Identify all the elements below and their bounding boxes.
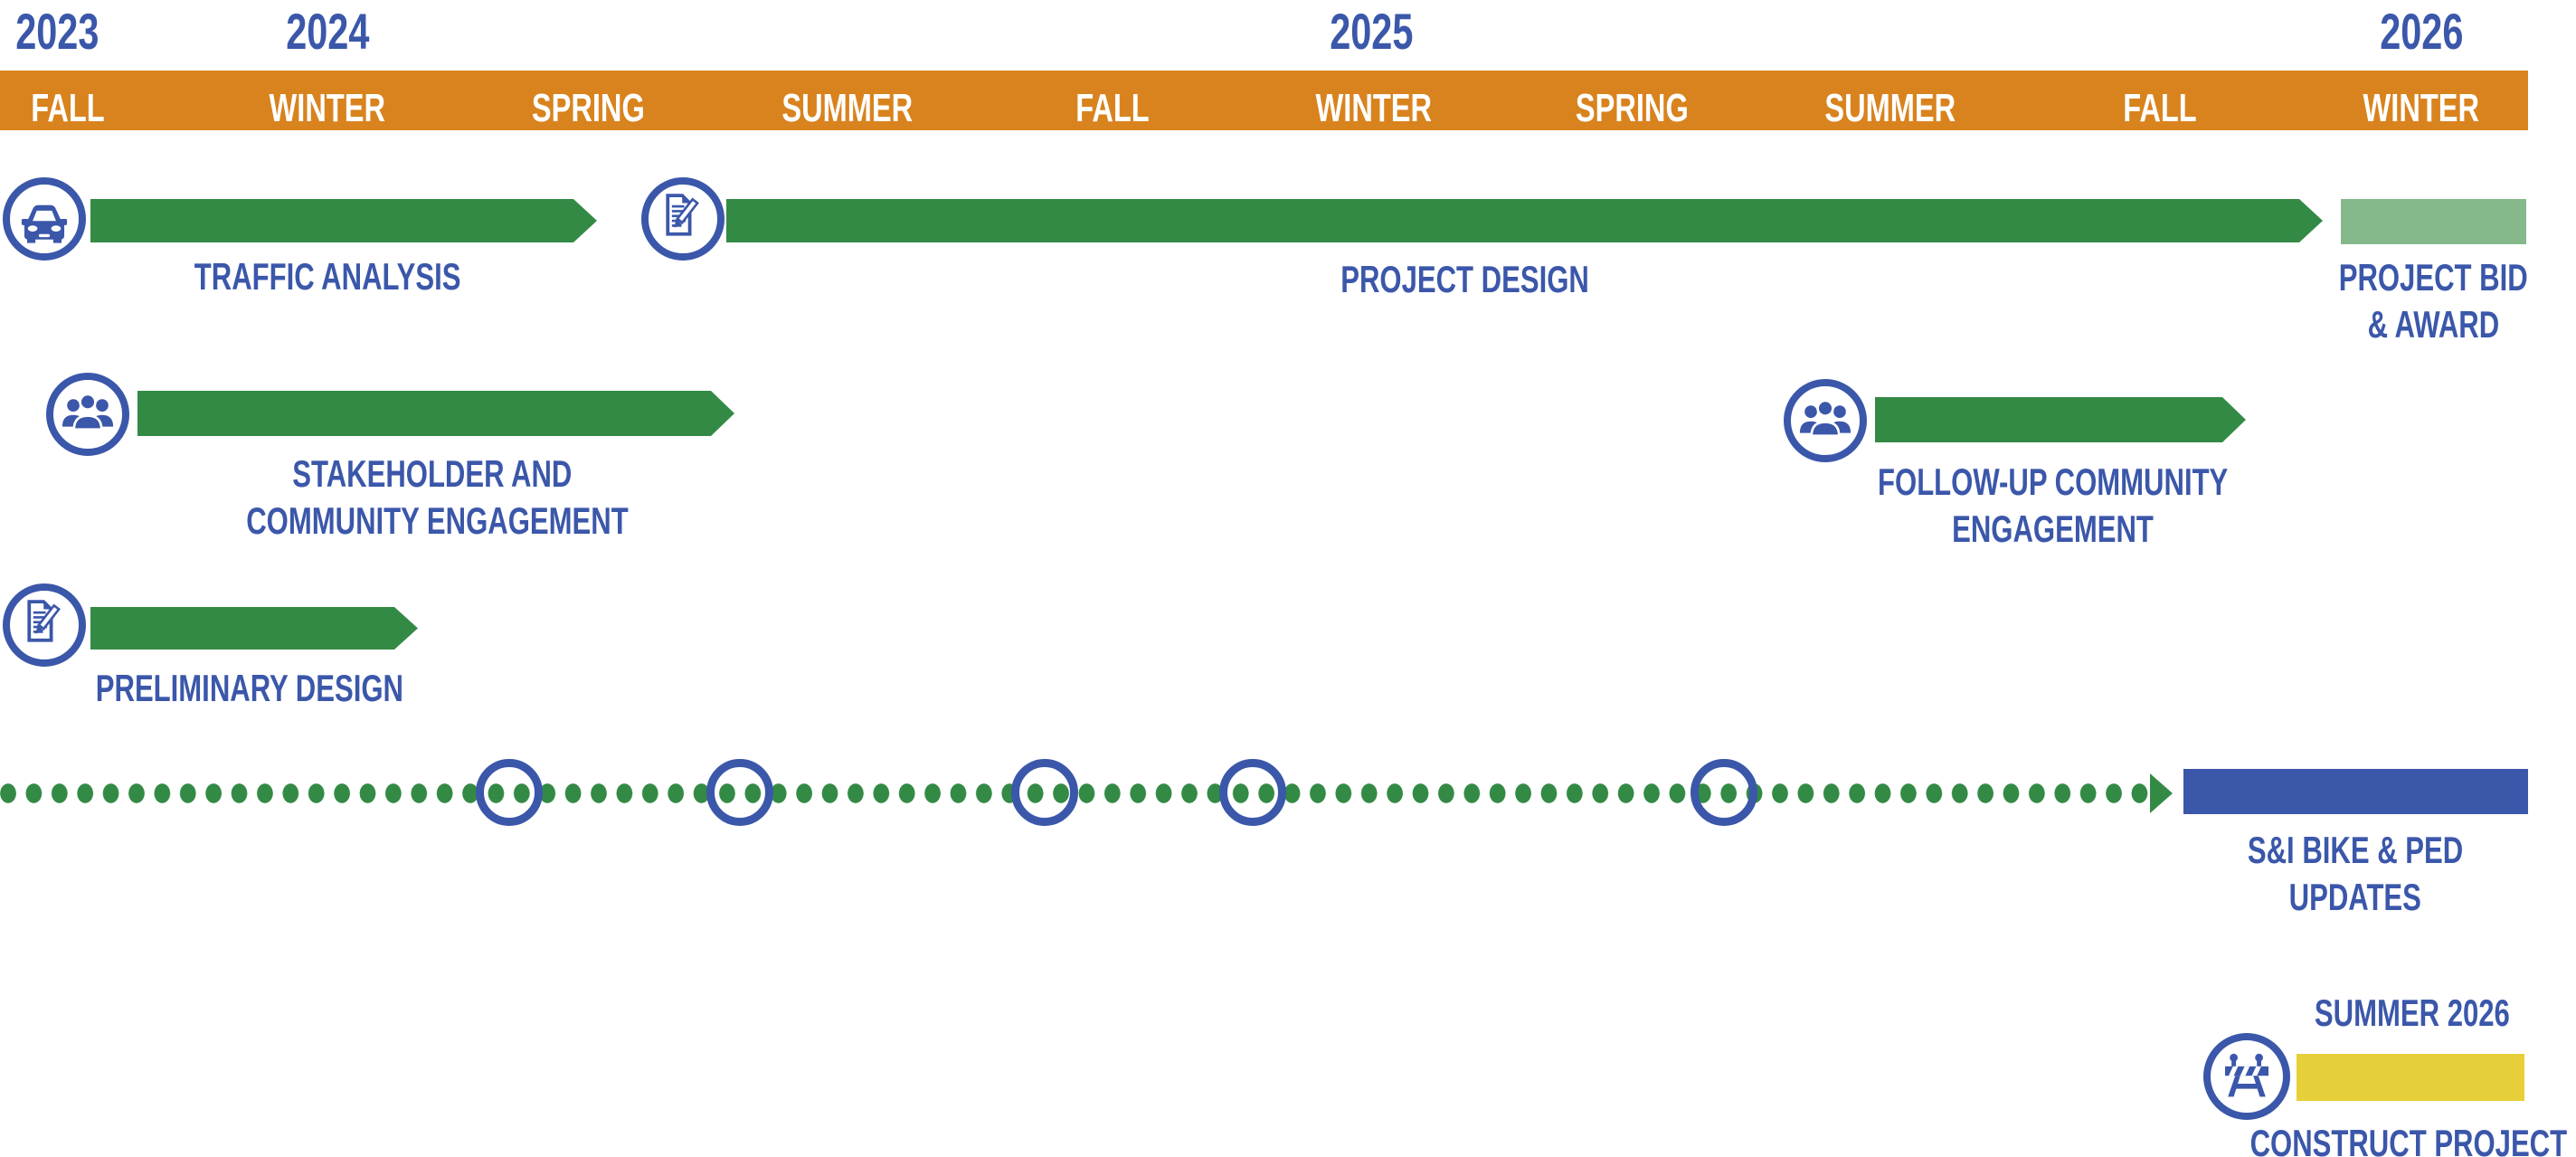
season-text: FALL [2123,86,2197,130]
milestone-circle-5 [1690,759,1757,826]
season-label-winter-2024: WINTER [197,86,458,131]
project-bid-award-text-line1: PROJECT BID [2338,256,2528,299]
milestone-circle-3 [1011,759,1078,826]
construction-barrier-icon [2225,1053,2268,1097]
stakeholder-engagement-label: STAKEHOLDER AND COMMUNITY ENGAGEMENT [179,450,686,545]
season-label-spring-2024: SPRING [458,86,718,131]
season-label-fall-2023: FALL [0,86,198,131]
season-label-summer-2024: SUMMER [717,86,978,131]
preliminary-design-label: PRELIMINARY DESIGN [24,665,476,712]
followup-engagement-text-line2: ENGAGEMENT [1952,507,2155,551]
preliminary-design-bar [90,607,418,650]
season-text: SUMMER [781,86,914,130]
year-text: 2026 [2379,3,2464,60]
project-design-label: PROJECT DESIGN [1194,256,1737,303]
construct-project-bar [2297,1054,2524,1101]
year-label-2024: 2024 [192,2,463,61]
construct-project-timeframe-text: SUMMER 2026 [2315,991,2510,1034]
preliminary-design-icon-badge [3,583,86,667]
car-icon [21,204,68,243]
construct-project-icon-badge [2203,1033,2290,1120]
document-pencil-icon [666,194,699,236]
document-pencil-icon [27,600,61,642]
followup-engagement-label: FOLLOW-UP COMMUNITY ENGAGEMENT [1800,459,2306,553]
construct-project-label: CONSTRUCT PROJECT [2183,1120,2576,1157]
traffic-analysis-text: TRAFFIC ANALYSIS [194,255,461,298]
season-label-fall-2025: FALL [2030,86,2290,131]
season-label-spring-2025: SPRING [1501,86,1762,131]
season-text: SPRING [1575,86,1689,130]
season-text: FALL [31,86,105,130]
season-text: FALL [1075,86,1150,130]
construct-project-timeframe-label: SUMMER 2026 [2231,990,2576,1037]
year-text: 2024 [285,3,370,60]
year-label-2023: 2023 [0,2,193,61]
people-group-icon [62,393,114,432]
season-text: WINTER [2363,86,2480,130]
milestone-circle-1 [476,759,543,826]
season-header-bar [0,71,2528,130]
stakeholder-engagement-icon-badge [46,373,129,456]
si-bike-ped-text-line1: S&I BIKE & PED [2247,829,2464,871]
season-text: WINTER [1315,86,1433,130]
season-text: WINTER [269,86,386,130]
project-bid-award-bar [2341,199,2526,244]
traffic-analysis-icon-badge [3,177,86,261]
season-label-summer-2025: SUMMER [1760,86,2021,131]
followup-engagement-icon-badge [1784,379,1867,462]
milestone-circle-4 [1219,759,1286,826]
year-label-2026: 2026 [2286,2,2557,61]
construct-project-text: CONSTRUCT PROJECT [2249,1122,2568,1157]
project-bid-award-label: PROJECT BID & AWARD [2243,254,2576,348]
project-design-icon-badge [641,177,724,261]
si-bike-ped-updates-bar [2183,769,2528,814]
season-label-winter-2025: WINTER [1244,86,1504,131]
people-group-icon [1799,399,1852,438]
season-text: SPRING [531,86,645,130]
season-label-fall-2024: FALL [982,86,1243,131]
year-text: 2023 [14,3,99,60]
followup-engagement-text-line1: FOLLOW-UP COMMUNITY [1878,460,2229,503]
dotted-line-arrowhead-icon [2150,773,2173,813]
preliminary-design-text: PRELIMINARY DESIGN [95,667,404,709]
followup-engagement-bar [1875,397,2246,442]
year-text: 2025 [1329,3,1414,60]
stakeholder-engagement-bar [137,391,734,436]
season-label-winter-2026: WINTER [2291,86,2552,131]
milestone-circle-2 [706,759,773,826]
traffic-analysis-bar [90,199,597,242]
year-label-2025: 2025 [1236,2,1507,61]
stakeholder-engagement-text-line1: STAKEHOLDER AND [292,452,573,495]
project-design-bar [726,199,2323,242]
si-bike-ped-updates-label: S&I BIKE & PED UPDATES [2147,827,2563,921]
project-design-text: PROJECT DESIGN [1340,258,1590,300]
si-bike-ped-text-line2: UPDATES [2288,876,2422,919]
project-bid-award-text-line2: & AWARD [2367,303,2499,346]
stakeholder-engagement-text-line2: COMMUNITY ENGAGEMENT [246,499,629,543]
season-text: SUMMER [1824,86,1956,130]
traffic-analysis-label: TRAFFIC ANALYSIS [101,253,554,300]
